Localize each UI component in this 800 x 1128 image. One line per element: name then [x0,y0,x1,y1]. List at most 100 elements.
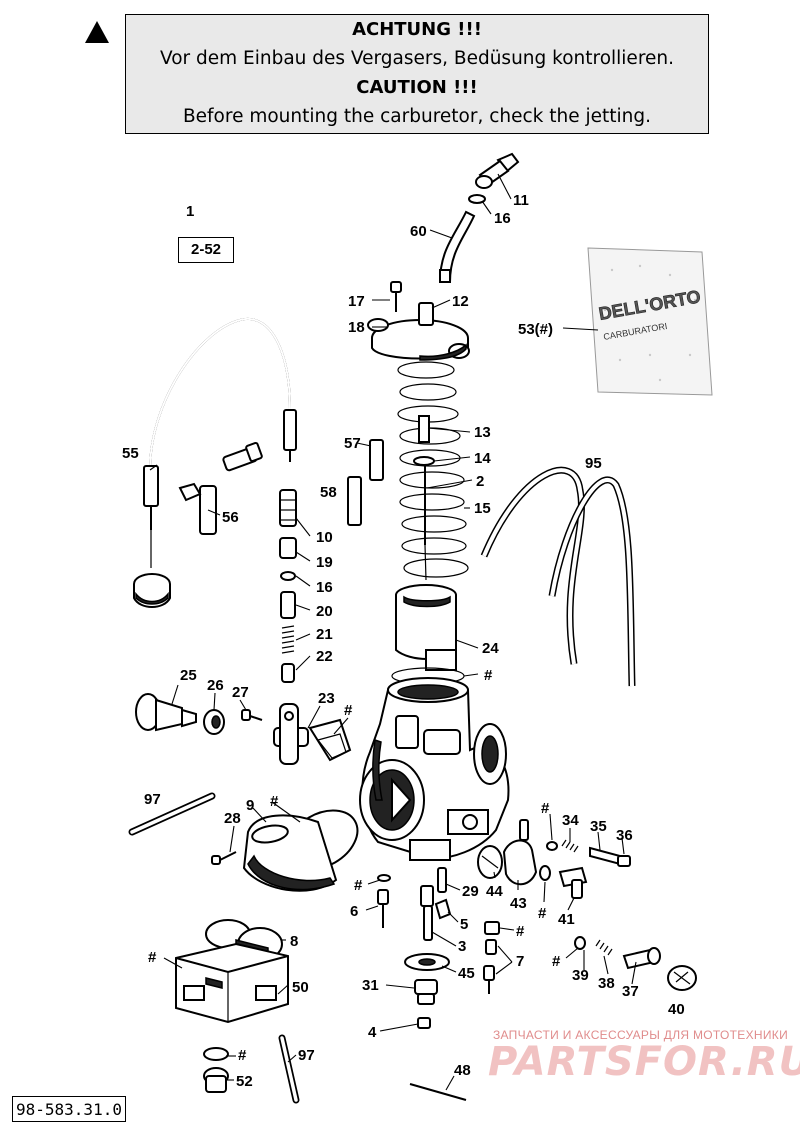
fuel-hose-part [438,210,476,283]
callout-9: 9 [246,797,254,814]
vent-hose-part [480,466,636,687]
banjo-bolt-part-41 [558,866,588,899]
callout-36: 36 [616,827,633,844]
caution-title-de: ACHTUNG !!! [352,19,482,40]
screw-part-28 [211,851,237,865]
cable-adjuster-part [418,302,434,326]
adjuster-part-19 [279,537,297,559]
caution-text-en: Before mounting the carburetor, check th… [182,106,652,127]
needle-clip-holder-part [418,415,430,443]
callout-29: 29 [462,883,479,900]
callout-6: 6 [350,903,358,920]
callout-27: 27 [232,684,249,701]
callout-43: 43 [510,895,527,912]
pilot-jet-part-29 [437,867,447,893]
callout-hash-6: # [354,877,363,894]
callout-34: 34 [562,812,579,829]
callout-41: 41 [558,911,575,928]
callout-21: 21 [316,626,333,643]
vent-hose-part-97b [278,1034,300,1104]
callout-97: 97 [144,791,161,808]
callout-35: 35 [590,818,607,835]
screw-part-27 [241,709,263,721]
o-ring-part [546,841,558,851]
callout-38: 38 [598,975,615,992]
callout-45: 45 [458,965,475,982]
washer-part-45 [404,953,450,971]
callout-hash-34: # [541,800,550,817]
rubber-boot-part [279,489,297,527]
callout-31: 31 [362,977,379,994]
callout-hash-7: # [516,923,525,940]
callout-55: 55 [122,445,139,462]
hose-end [439,269,451,283]
callout-18: 18 [348,319,365,336]
jet-part-5 [434,898,452,920]
assembly-number: 1 [186,203,195,220]
callout-14: 14 [474,450,491,467]
caution-text-de: Vor dem Einbau des Vergasers, Bedüsung k… [159,48,675,69]
knob-part-40 [667,965,697,991]
o-ring-part-39 [574,936,586,950]
callout-labels: 11 16 60 17 12 18 53(#) 13 14 57 55 95 2… [122,192,685,1090]
callout-60: 60 [410,223,427,240]
banjo-fitting-part [475,152,520,189]
callout-hash-41: # [538,905,547,922]
mixing-chamber-cap-part [367,318,470,361]
callout-95: 95 [585,455,602,472]
callout-23: 23 [318,690,335,707]
cap-part-58 [347,476,362,526]
o-ring-part-41 [539,865,551,881]
callout-40: 40 [668,1001,685,1018]
jet-kit-packet: DELL'ORTO CARBURATORI [587,247,713,396]
watermark-tagline: ЗАПЧАСТИ И АКСЕССУАРЫ ДЛЯ МОТОТЕХНИКИ [492,1028,788,1042]
callout-20: 20 [316,603,333,620]
callout-39: 39 [572,967,589,984]
idle-screw-part-25 [135,693,197,732]
vent-hose-part-97 [128,792,216,836]
callout-53: 53(#) [518,321,553,338]
callout-7: 7 [516,953,524,970]
callout-hash-52: # [238,1047,247,1064]
nut-part-26 [203,709,225,735]
callout-56: 56 [222,509,239,526]
adjustment-screw-part-36 [589,846,631,867]
callout-16: 16 [494,210,511,227]
spring-part-21 [281,625,295,654]
main-jet-part-4 [417,1017,431,1029]
callout-3: 3 [458,938,466,955]
needle-jet-part-3 [420,885,434,941]
warning-triangle-icon [85,21,109,43]
air-funnel-part [242,809,359,892]
callout-4: 4 [368,1024,377,1041]
choke-housing-part [273,703,352,765]
callout-17: 17 [348,293,365,310]
float-needle-part-7 [483,921,500,994]
callout-58: 58 [320,484,337,501]
callout-8: 8 [290,933,298,950]
caution-box: ACHTUNG !!! Vor dem Einbau des Vergasers… [125,14,709,134]
callout-hash-39: # [552,953,561,970]
throttle-spring-part [397,361,469,578]
washer-part-16 [468,194,486,204]
callout-97b: 97 [298,1047,315,1064]
diagram-number: 98-583.31.0 [12,1096,126,1122]
diaphragm-part-44 [477,845,503,879]
adjuster-part-20 [280,591,296,619]
callout-50: 50 [292,979,309,996]
callout-15: 15 [474,500,491,517]
callout-26: 26 [207,677,224,694]
washer-part-16b [280,571,296,581]
watermark: ЗАПЧАСТИ И АКСЕССУАРЫ ДЛЯ МОТОТЕХНИКИ PA… [488,1028,800,1082]
caution-title-en: CAUTION !!! [356,77,478,98]
callout-10: 10 [316,529,333,546]
spring-part-34 [561,839,579,853]
callout-16b: 16 [316,579,333,596]
callout-hash-23: # [344,702,353,719]
carburetor-body-part [359,677,510,861]
callout-11: 11 [513,192,529,209]
callout-25: 25 [180,667,197,684]
plunger-part-22 [281,663,295,683]
callout-44: 44 [486,883,503,900]
callout-12: 12 [452,293,469,310]
